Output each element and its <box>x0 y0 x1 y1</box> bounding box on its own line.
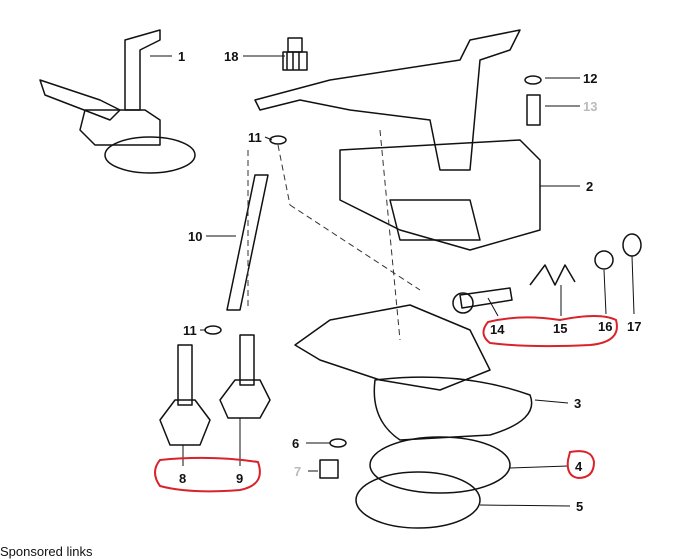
red-highlights <box>154 315 618 493</box>
washer-16 <box>594 250 614 270</box>
sponsored-links-heading: Sponsored links <box>0 544 93 559</box>
washer-11-bottom <box>204 325 222 335</box>
label-part-12: 12 <box>583 71 597 86</box>
label-part-14: 14 <box>490 322 505 337</box>
label-part-11-bottom: 11 <box>183 323 197 338</box>
washer-12 <box>524 75 542 85</box>
label-part-4: 4 <box>575 459 583 474</box>
label-part-7: 7 <box>294 464 301 479</box>
outer-rotor-9 <box>219 334 271 419</box>
leader-lines <box>150 55 635 507</box>
washer-11-top <box>269 135 287 145</box>
label-part-3: 3 <box>574 396 581 411</box>
highlight-4 <box>566 450 596 480</box>
highlight-8-9 <box>154 456 261 493</box>
label-part-5: 5 <box>576 499 583 514</box>
label-part-18: 18 <box>224 49 238 64</box>
bolt-7 <box>319 459 339 479</box>
label-part-2: 2 <box>586 179 593 194</box>
label-part-15: 15 <box>553 321 567 336</box>
label-part-6: 6 <box>292 436 299 451</box>
circlip-17 <box>622 233 642 257</box>
label-part-11-top: 11 <box>248 130 262 145</box>
highlight-14-16 <box>482 315 618 348</box>
pump-assembly-thumbnail <box>39 29 196 174</box>
inner-rotor-8 <box>159 344 211 446</box>
washer-6 <box>329 438 347 448</box>
bolt-13 <box>526 94 541 126</box>
drive-gear <box>282 37 308 71</box>
assembly-guides <box>247 129 421 341</box>
shaft-10 <box>226 174 269 311</box>
label-part-10: 10 <box>188 229 202 244</box>
piston-14 <box>459 287 513 309</box>
pump-housing <box>254 29 541 251</box>
label-part-16: 16 <box>598 319 612 334</box>
label-part-17: 17 <box>627 319 641 334</box>
spring-15 <box>529 264 576 286</box>
piston-head <box>452 292 474 314</box>
gasket-5 <box>355 471 481 529</box>
label-part-9: 9 <box>236 471 243 486</box>
label-part-1: 1 <box>178 49 185 64</box>
pump-cover <box>294 304 533 441</box>
label-part-8: 8 <box>179 471 186 486</box>
label-part-13: 13 <box>583 99 597 114</box>
strainer-screen-4 <box>369 436 511 494</box>
